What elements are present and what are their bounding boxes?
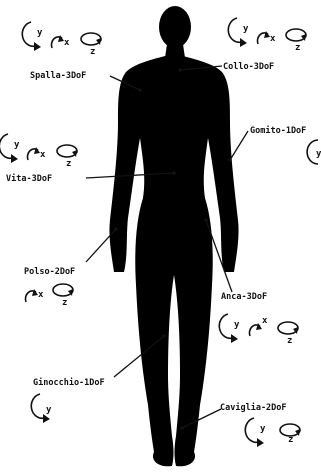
axis-z: z: [288, 435, 293, 445]
label-spalla: Spalla-3DoF: [30, 71, 86, 81]
axis-x: x: [270, 34, 276, 44]
axis-z: z: [295, 43, 300, 53]
axis-y: y: [37, 28, 43, 38]
label-vita: Vita-3DoF: [6, 173, 52, 184]
ginocchio-axis-glyphs: y: [31, 394, 52, 423]
axis-x: x: [40, 150, 46, 160]
label-ginocchio: Ginocchio-1DoF: [33, 377, 105, 388]
label-polso: Polso-2DoF: [24, 267, 75, 277]
axis-y: y: [260, 424, 266, 434]
axis-y: y: [316, 149, 321, 159]
human-silhouette: [109, 6, 238, 466]
vita-axis-glyphs: y x z: [0, 134, 77, 169]
label-collo: Collo-3DoF: [223, 62, 274, 72]
spalla-axis-glyphs: y x z: [22, 22, 101, 57]
label-gomito: Gomito-1DoF: [250, 125, 306, 136]
axis-y: y: [243, 24, 249, 34]
axis-x: x: [64, 38, 70, 48]
axis-z: z: [90, 47, 95, 57]
axis-y: y: [234, 320, 240, 330]
collo-axis-glyphs: y x z: [228, 18, 306, 53]
axis-z: z: [66, 159, 71, 169]
axis-x: x: [38, 290, 44, 300]
axis-y: y: [46, 405, 52, 415]
axis-z: z: [62, 298, 67, 308]
axis-y: y: [14, 140, 20, 150]
anca-axis-glyphs: y x z: [219, 314, 298, 346]
gomito-axis-glyphs: y: [307, 140, 321, 164]
polso-axis-glyphs: x z: [25, 284, 73, 308]
axis-z: z: [287, 336, 292, 346]
caviglia-axis-glyphs: y z: [245, 418, 300, 447]
axis-x: x: [262, 316, 268, 326]
label-anca: Anca-3DoF: [221, 292, 267, 302]
label-caviglia: Caviglia-2DoF: [220, 402, 287, 413]
